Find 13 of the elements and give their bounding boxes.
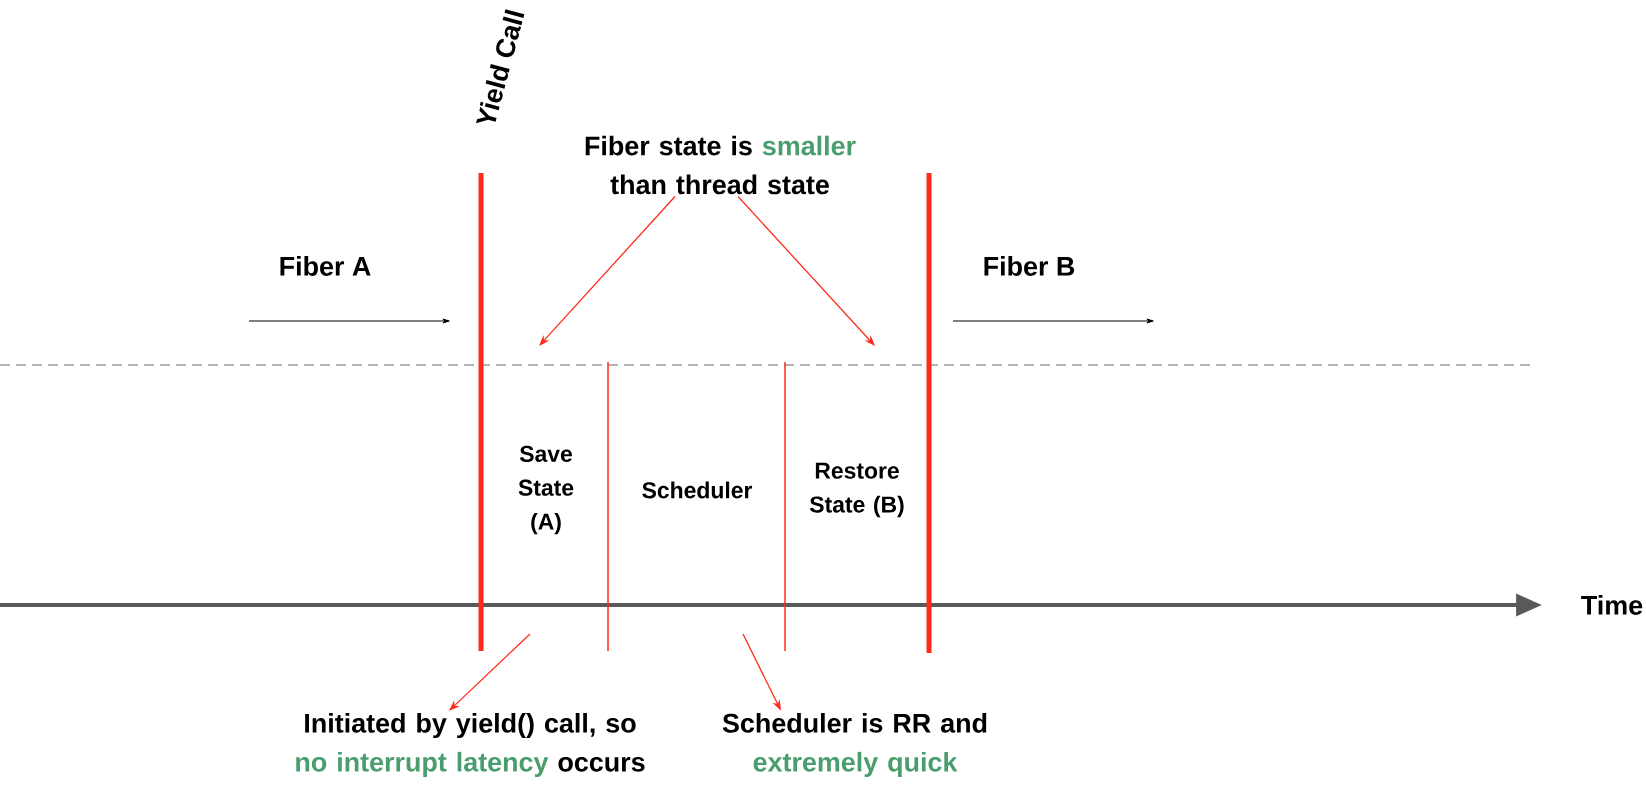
note-text: Initiated by yield() call, so no interrupt latency occurs: [296, 713, 645, 777]
arrow: [737, 195, 875, 346]
label-text: Yield Call: [476, 9, 525, 124]
label-text: Fiber B: [984, 256, 1075, 276]
note-text: Scheduler is RR and extremely quick: [722, 713, 987, 777]
note-text: Fiber state is smaller than thread state: [585, 135, 856, 195]
label-text: Save State (A): [518, 445, 574, 535]
arrow: [539, 195, 676, 346]
arrow: [449, 633, 531, 711]
label-text: Restore State (B): [809, 462, 904, 518]
label-text: Fiber A: [280, 256, 371, 276]
label-text: Time: [1581, 595, 1643, 615]
label-text: Scheduler: [642, 481, 753, 499]
